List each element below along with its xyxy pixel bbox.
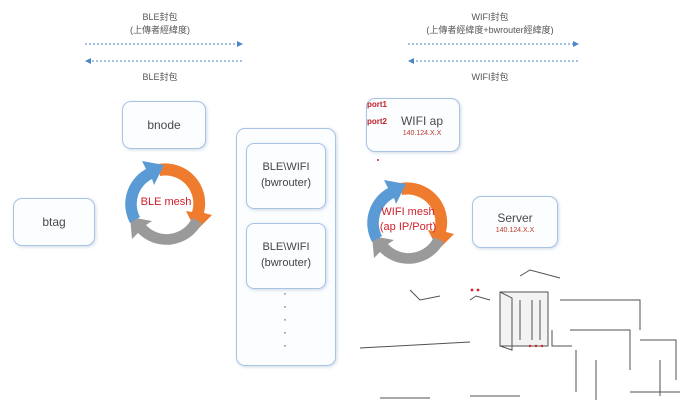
wifi-top-subtitle: (上傳者經緯度+bwrouter經緯度) bbox=[426, 25, 554, 35]
btag-label: btag bbox=[42, 215, 66, 229]
wifi-mesh-label-line1: WIFI mesh bbox=[381, 206, 435, 218]
wifi-bottom-title: WIFI封包 bbox=[471, 72, 509, 82]
ble-bottom-title: BLE封包 bbox=[142, 72, 178, 82]
sketch-red-marks bbox=[377, 159, 544, 348]
wifi-mesh-label-line2: (ap IP/Port) bbox=[379, 221, 437, 233]
bwrouter-2: BLE\WIFI (bwrouter) bbox=[246, 223, 326, 289]
bnode-label: bnode bbox=[147, 118, 181, 132]
server-node: Server 140.124.X.X bbox=[472, 196, 558, 248]
router-column: BLE\WIFI (bwrouter) BLE\WIFI (bwrouter) … bbox=[236, 128, 336, 366]
wifi-ap-node: WIFI ap 140.124.X.X bbox=[366, 98, 460, 152]
port2-label: port2 bbox=[367, 117, 387, 126]
wifi-ap-label: WIFI ap bbox=[400, 113, 443, 128]
bwrouter-1-line2: (bwrouter) bbox=[260, 177, 312, 189]
ble-mesh-cycle bbox=[125, 161, 212, 245]
ble-mesh-label: BLE mesh bbox=[140, 196, 192, 208]
ble-top-subtitle: (上傳者經緯度) bbox=[130, 25, 190, 35]
bnode-node: bnode bbox=[122, 101, 206, 149]
wifi-ap-ip: 140.124.X.X bbox=[402, 129, 442, 137]
btag-node: btag bbox=[13, 198, 95, 246]
wifi-mesh-cycle bbox=[367, 180, 454, 264]
bwrouter-2-line1: BLE\WIFI bbox=[262, 241, 310, 254]
bwrouter-1: BLE\WIFI (bwrouter) bbox=[246, 143, 326, 209]
ble-top-title: BLE封包 bbox=[142, 12, 178, 22]
server-ip: 140.124.X.X bbox=[495, 226, 535, 234]
port1-label: port1 bbox=[367, 100, 387, 109]
bwrouter-2-line2: (bwrouter) bbox=[260, 257, 312, 269]
router-ellipsis: · · · · · bbox=[283, 286, 287, 352]
wifi-top-title: WIFI封包 bbox=[471, 12, 509, 22]
server-label: Server bbox=[497, 210, 533, 225]
bwrouter-1-line1: BLE\WIFI bbox=[262, 161, 310, 174]
sketch-artifact bbox=[359, 269, 680, 400]
